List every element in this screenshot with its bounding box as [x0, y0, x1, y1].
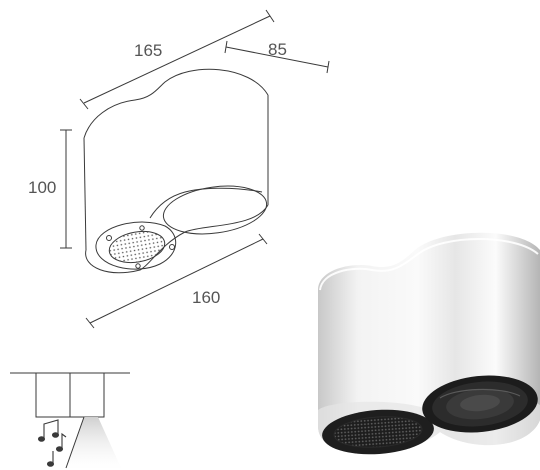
dimension-85-label: 85 [268, 40, 287, 59]
dimension-100-line [60, 129, 72, 249]
installation-diagram [10, 372, 130, 470]
speaker-grille-icon [322, 409, 434, 455]
lens-icon [422, 375, 538, 433]
dimension-100-label: 100 [28, 178, 56, 197]
music-notes-icon [37, 419, 67, 467]
fixture-outline [83, 68, 269, 274]
product-photo [318, 232, 540, 455]
dimension-165-line [79, 9, 275, 110]
dimension-85-line [224, 40, 330, 74]
dimension-160-line [85, 233, 268, 329]
technical-drawing [60, 9, 330, 329]
dimension-165-label: 165 [134, 41, 162, 60]
light-beam-icon [64, 416, 122, 470]
dimension-160-label: 160 [192, 288, 220, 307]
speaker-grille-icon [108, 230, 166, 264]
